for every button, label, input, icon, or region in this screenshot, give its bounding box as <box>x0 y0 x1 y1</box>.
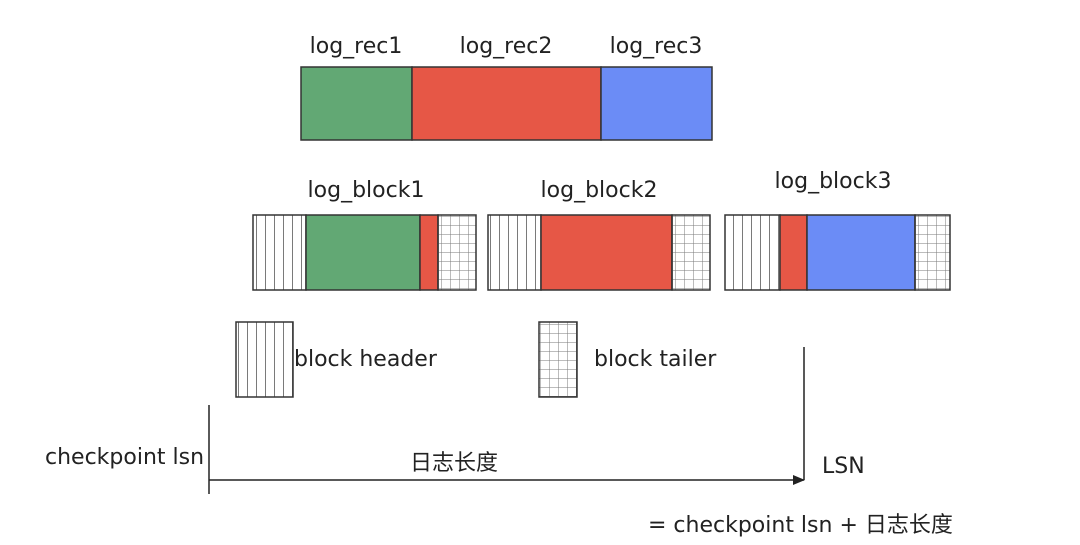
log-block3-label: log_block3 <box>774 169 892 194</box>
block1-rec2-part <box>419 214 439 291</box>
log-length-label: 日志长度 <box>409 451 499 476</box>
block2-header <box>487 214 542 291</box>
block1-tailer <box>437 214 477 291</box>
lsn-label: LSN <box>822 454 865 479</box>
block2-tailer <box>671 214 711 291</box>
block3-rec2-part <box>779 214 808 291</box>
checkpoint-lsn-label: checkpoint lsn <box>45 445 205 470</box>
legend-tailer-label: block tailer <box>594 347 717 372</box>
legend-header-swatch <box>235 321 294 398</box>
log-block2-label: log_block2 <box>540 178 658 203</box>
log-rec3-label: log_rec3 <box>609 34 703 59</box>
log-rec1-label: log_rec1 <box>309 34 403 59</box>
block3-tailer <box>914 214 951 291</box>
log-block1 <box>252 214 477 291</box>
log-block3 <box>724 214 951 291</box>
log-block1-label: log_block1 <box>307 178 425 203</box>
legend-tailer-swatch <box>538 321 578 398</box>
block1-rec1-part <box>305 214 421 291</box>
block3-rec3-part <box>806 214 916 291</box>
log-record-strip <box>300 66 713 141</box>
log-rec3-segment <box>600 66 713 141</box>
lsn-formula: = checkpoint lsn + 日志长度 <box>648 513 953 538</box>
log-rec2-segment <box>411 66 602 141</box>
log-rec2-label: log_rec2 <box>459 34 553 59</box>
block1-header <box>252 214 307 291</box>
log-block2 <box>487 214 711 291</box>
log-rec1-segment <box>300 66 413 141</box>
legend-header-label: block header <box>294 347 437 372</box>
block2-rec2-part <box>540 214 673 291</box>
block3-header <box>724 214 781 291</box>
